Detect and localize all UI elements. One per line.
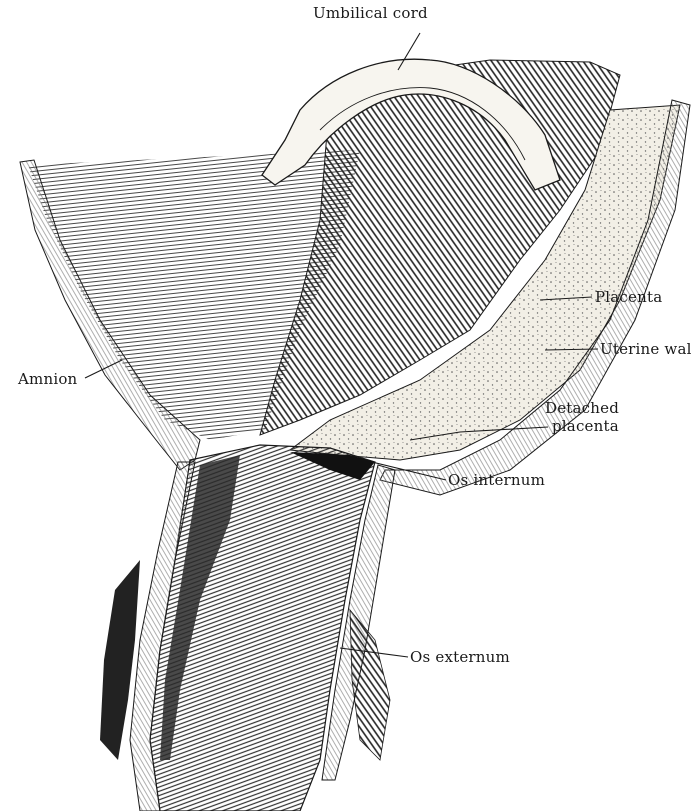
vaginal-wall-right <box>350 610 390 760</box>
label-amnion: Amnion <box>17 370 78 388</box>
label-os-internum: Os internum <box>448 471 545 489</box>
label-detached-line2: placenta <box>552 417 619 435</box>
label-umbilical-cord: Umbilical cord <box>313 4 428 22</box>
label-detached-line1: Detached <box>545 399 619 417</box>
label-os-externum: Os externum <box>410 648 510 666</box>
label-uterine-wall: Uterine wall <box>600 340 691 358</box>
label-placenta: Placenta <box>595 288 662 306</box>
